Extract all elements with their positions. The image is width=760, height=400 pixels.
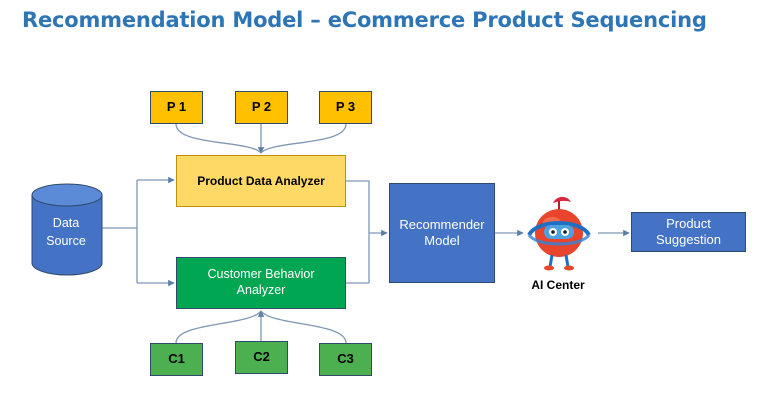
p3-connector	[260, 123, 347, 154]
customer-input-c2: C2	[235, 341, 288, 374]
robot-mascot-icon	[527, 196, 591, 271]
c3-connector	[260, 310, 347, 344]
product-input-p1: P 1	[150, 91, 203, 124]
recommender-model: Recommender Model	[389, 183, 495, 283]
data-source-line2: Source	[46, 233, 86, 248]
product-merge-line	[346, 180, 370, 283]
customer-input-c1: C1	[150, 343, 203, 376]
page-title: Recommendation Model – eCommerce Product…	[22, 8, 707, 32]
c1-connector	[175, 310, 262, 344]
ai-center-label: AI Center	[531, 278, 585, 292]
data-source-label: Data Source	[31, 215, 101, 250]
product-input-p2: P 2	[235, 91, 288, 124]
product-data-analyzer: Product Data Analyzer	[176, 155, 346, 207]
database-icon	[31, 183, 103, 276]
product-suggestion: Product Suggestion	[631, 212, 746, 252]
data-source-line1: Data	[52, 216, 80, 230]
customer-input-c3: C3	[319, 343, 372, 376]
product-input-p3: P 3	[319, 91, 372, 124]
customer-behavior-analyzer: Customer Behavior Analyzer	[176, 257, 346, 309]
p1-connector	[175, 123, 262, 154]
